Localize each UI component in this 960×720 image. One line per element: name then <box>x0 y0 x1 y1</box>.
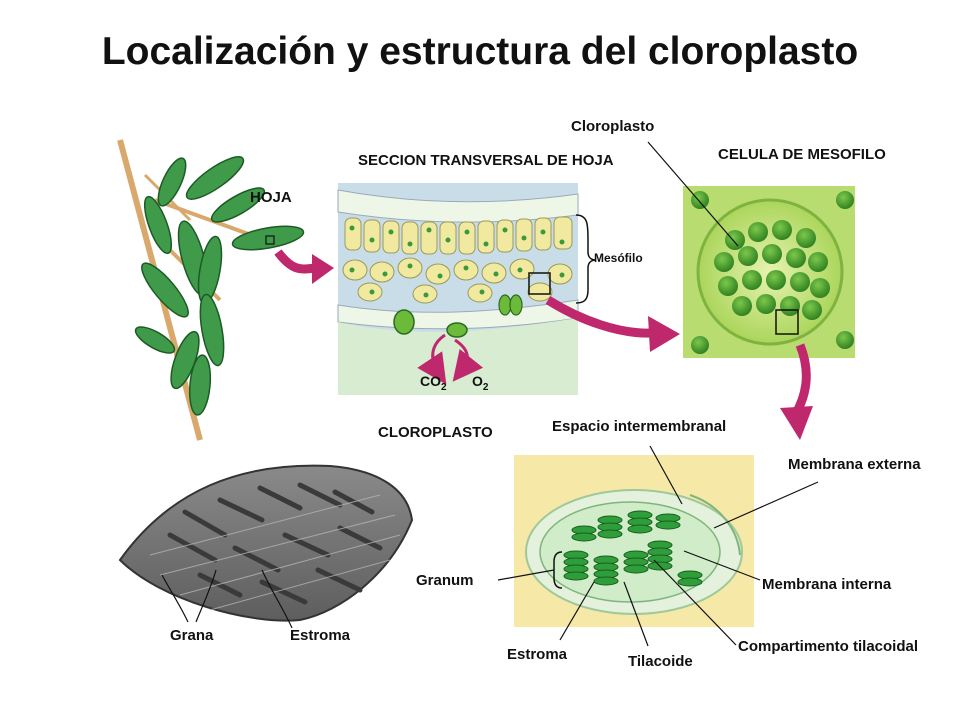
label-seccion-transversal: SECCION TRANSVERSAL DE HOJA <box>358 152 614 169</box>
chloroplast-diagram <box>514 455 754 627</box>
label-mesofilo: Mesófilo <box>594 251 643 265</box>
leaf-cross-section <box>337 183 579 395</box>
leaf-zoom-marker <box>265 235 275 245</box>
label-granum: Granum <box>416 572 474 589</box>
label-cloroplasto-top: Cloroplasto <box>571 118 655 135</box>
mesophyll-brace <box>575 214 597 304</box>
section-zoom-marker <box>528 272 551 295</box>
label-membrana-externa: Membrana externa <box>788 456 921 473</box>
label-co2: CO2 <box>420 373 447 393</box>
label-membrana-interna: Membrana interna <box>762 576 892 593</box>
arrow-section-to-cell <box>545 296 656 338</box>
label-celula-mesofilo: CELULA DE MESOFILO <box>718 146 886 163</box>
cell-zoom-marker <box>775 309 799 335</box>
leaf-branch-illustration <box>117 139 305 441</box>
chloroplast-pointer-lines <box>497 445 819 647</box>
label-estroma-left: Estroma <box>290 627 351 644</box>
page-title: Localización y estructura del cloroplast… <box>101 30 859 73</box>
label-compartimento-tilacoidal: Compartimento tilacoidal <box>738 638 919 655</box>
micrograph-pointer-lines <box>161 569 293 629</box>
label-espacio-intermembranal: Espacio intermembranal <box>552 418 727 435</box>
label-hoja: HOJA <box>250 189 292 206</box>
label-estroma-right: Estroma <box>507 646 568 663</box>
label-grana: Grana <box>170 627 214 644</box>
chloroplast-micrograph <box>118 464 414 622</box>
label-tilacoide: Tilacoide <box>628 653 693 670</box>
label-o2: O2 <box>472 373 489 393</box>
label-cloroplasto: CLOROPLASTO <box>378 424 493 441</box>
